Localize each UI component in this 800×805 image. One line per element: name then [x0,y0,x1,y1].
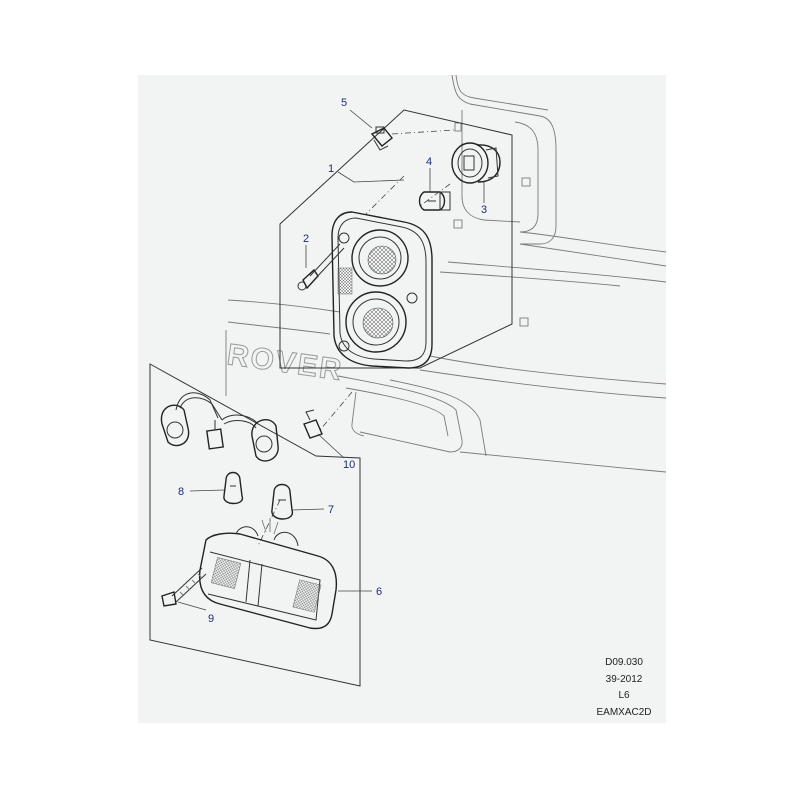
callout-9: 9 [208,613,214,625]
diagram-date: 39-2012 [606,674,643,685]
diagram-code: D09.030 [605,657,643,668]
diagram-level: L6 [618,690,630,701]
callout-7: 7 [328,504,334,516]
screw-part-2 [297,243,345,291]
callout-4: 4 [426,156,432,168]
callout-1: 1 [328,163,334,175]
exploded-line-lamp [365,175,405,215]
callout-8: 8 [178,486,184,498]
bulb-part-4 [418,191,451,211]
exploded-line-lower [319,391,353,431]
callout-3: 3 [481,204,487,216]
upper-assembly-frame [279,109,513,369]
exploded-line-holder [419,183,451,207]
lower-assembly-frame [149,363,361,687]
bulb-holder-part-3 [451,142,501,184]
leader-5 [349,109,373,129]
leader-9 [177,601,207,611]
callout-5: 5 [341,97,347,109]
leader-8 [189,489,225,492]
callout-10: 10 [343,459,355,471]
reference-block: D09.030 39-2012 L6 EAMXAC2D [596,657,651,718]
exploded-line-housing [257,499,281,547]
exploded-line-clip [391,129,455,135]
lamp-housing-part-6 [198,518,338,630]
bulb-part-8 [223,471,243,505]
leader-1 [337,171,405,183]
diagram-reference: EAMXAC2D [596,707,651,718]
rear-lamp-assembly [331,211,433,369]
diagram-background [138,75,666,723]
leader-7 [291,508,325,511]
wiring-harness [160,392,279,462]
callout-2: 2 [303,233,309,245]
callout-6: 6 [376,586,382,598]
clip-part-5 [370,126,393,151]
screw-part-9 [161,567,207,607]
clip-part-10 [303,409,323,439]
leader-10 [317,433,345,459]
